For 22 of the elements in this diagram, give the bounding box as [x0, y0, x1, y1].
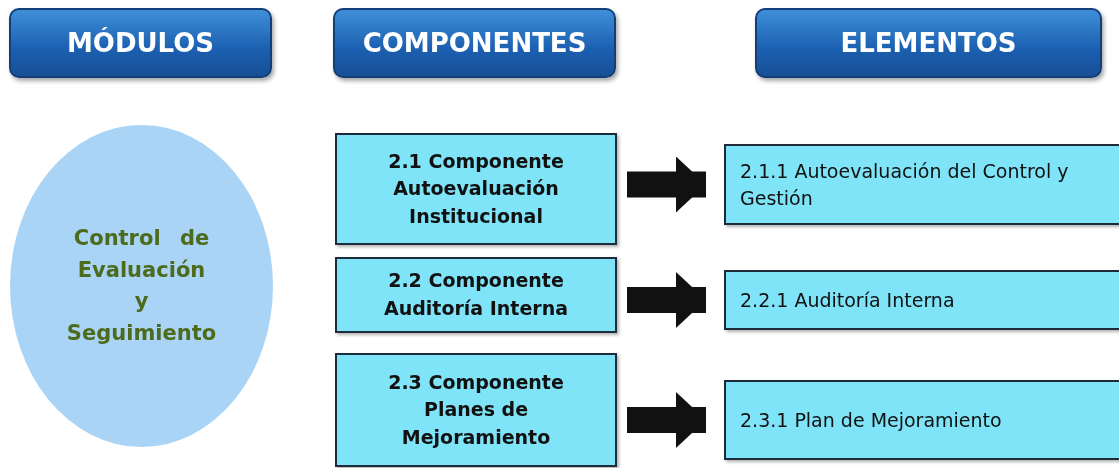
node-text: 2.1.1 Autoevaluación del Control y Gestión: [739, 158, 1070, 211]
node-text: 2.2 Componente Auditoría Interna: [382, 268, 570, 321]
column-header: [333, 8, 616, 78]
column-header: [9, 8, 272, 78]
column-header: [755, 8, 1102, 78]
node-text: 2.1 Componente Autoevaluación Institucional: [387, 148, 565, 229]
component-box: [335, 353, 617, 467]
element-box: [724, 270, 1119, 330]
node-text: 2.3 Componente Planes de Mejoramiento: [387, 369, 565, 450]
header-text: MÓDULOS: [66, 28, 215, 58]
node-text: 2.2.1 Auditoría Interna: [739, 287, 956, 313]
block-arrow: [627, 392, 706, 448]
component-box: [335, 257, 617, 333]
block-arrow: [627, 156, 706, 213]
element-box: [724, 144, 1119, 225]
header-text: ELEMENTOS: [840, 28, 1017, 58]
node-text: 2.3.1 Plan de Mejoramiento: [739, 407, 1003, 433]
element-box: [724, 380, 1119, 460]
header-text: COMPONENTES: [362, 28, 587, 58]
component-box: [335, 133, 617, 245]
node-text: Control de Evaluación y Seguimiento: [65, 225, 218, 347]
block-arrow: [627, 272, 706, 328]
